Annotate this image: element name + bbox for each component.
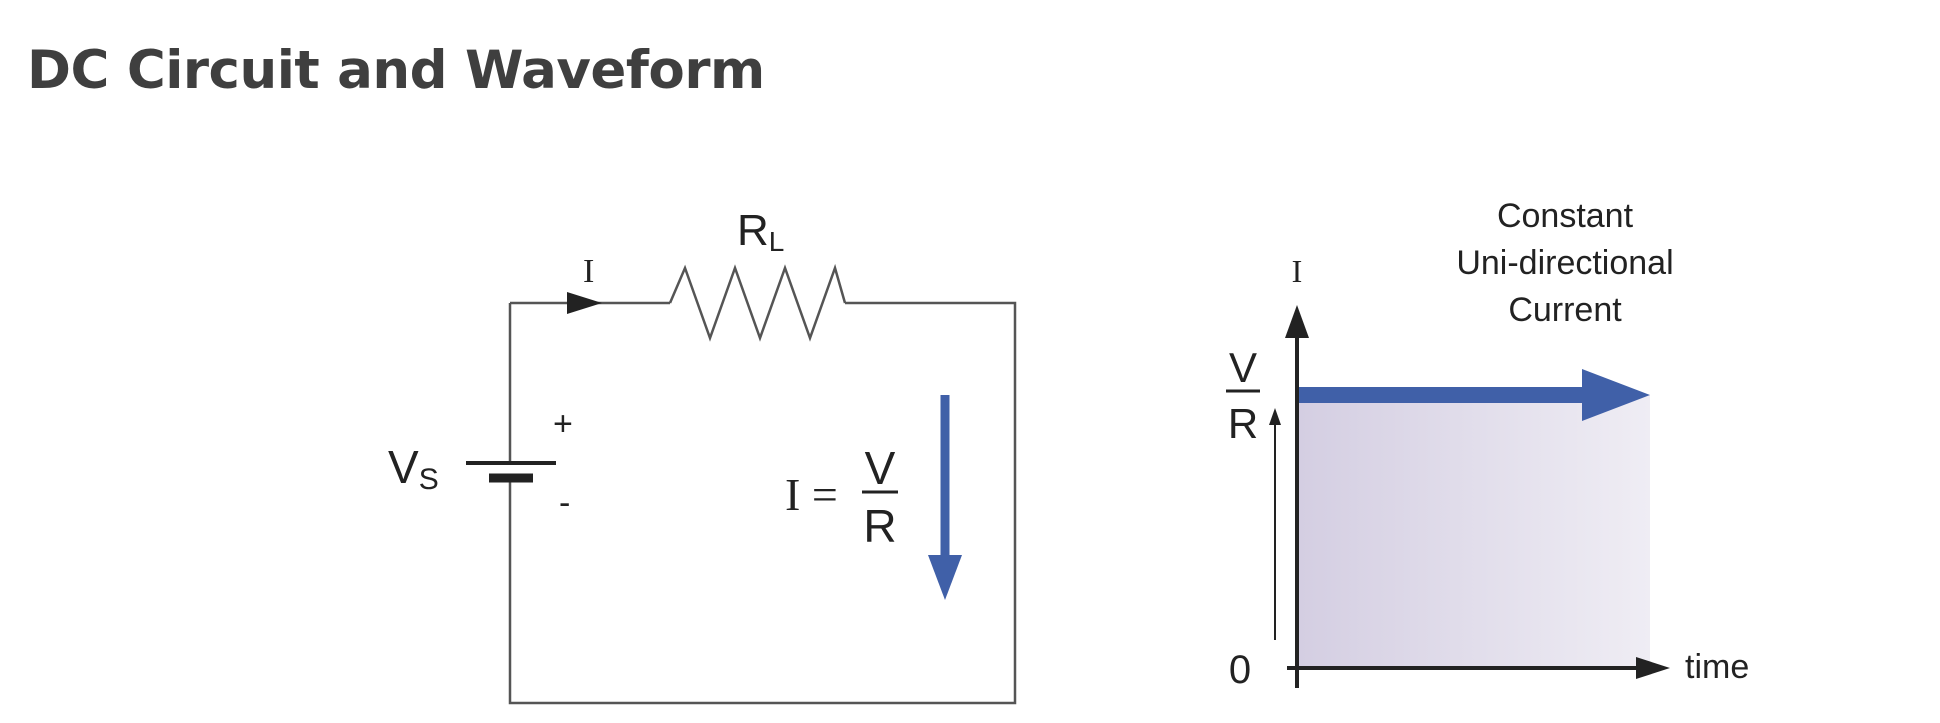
ohms-law-denominator: R bbox=[863, 500, 896, 552]
level-indicator-arrowhead bbox=[1269, 408, 1281, 425]
circuit-wire bbox=[508, 301, 1017, 705]
x-axis-label: time bbox=[1685, 648, 1749, 686]
circuit: VS + - RL I I = V R bbox=[388, 206, 1017, 705]
annotation-line-2: Uni-directional bbox=[1456, 244, 1673, 282]
resistor-label: RL bbox=[737, 206, 784, 257]
y-axis-arrowhead bbox=[1285, 305, 1309, 338]
current-flow-arrowhead bbox=[928, 555, 962, 600]
resistor-zigzag bbox=[668, 263, 847, 342]
current-arrowhead bbox=[567, 292, 602, 314]
ohms-law-numerator: V bbox=[865, 442, 896, 494]
ohms-law-lhs: I = bbox=[785, 469, 838, 520]
source-subscript: S bbox=[419, 463, 439, 496]
resistor-subscript: L bbox=[769, 226, 785, 257]
current-area bbox=[1297, 395, 1650, 668]
source-label: VS bbox=[388, 441, 439, 496]
annotation-line-1: Constant bbox=[1497, 197, 1634, 235]
waveform: I V R 0 time Constant Uni-directional Cu… bbox=[1226, 197, 1749, 692]
annotation-line-3: Current bbox=[1508, 291, 1622, 329]
constant-current-arrowhead bbox=[1582, 369, 1650, 421]
level-denominator: R bbox=[1228, 400, 1258, 447]
y-axis-label: I bbox=[1292, 253, 1303, 289]
page-title: DC Circuit and Waveform bbox=[27, 40, 765, 101]
minus-sign: - bbox=[559, 484, 570, 522]
x-axis-arrowhead bbox=[1636, 657, 1670, 679]
origin-label: 0 bbox=[1229, 648, 1251, 692]
plus-sign: + bbox=[553, 405, 573, 443]
level-numerator: V bbox=[1229, 344, 1257, 391]
current-symbol: I bbox=[583, 253, 594, 290]
